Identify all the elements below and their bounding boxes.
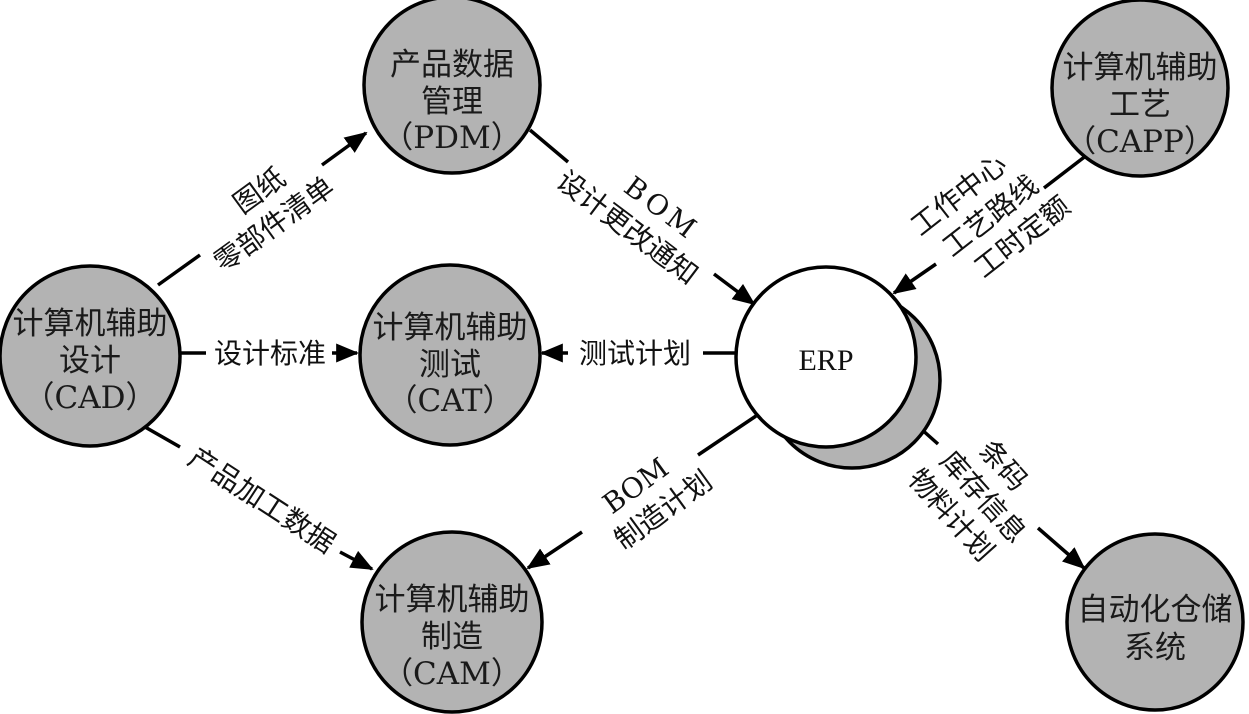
node-label-line: （CAPP）: [1065, 124, 1215, 160]
edge-cad-to-pdm: 图纸 零部件清单: [156, 131, 368, 287]
edge-line-segment: [697, 414, 757, 457]
edge-erp-to-cam: BOM 制造计划: [526, 414, 757, 570]
node-circle: [734, 265, 918, 449]
edge-pdm-to-erp: BOM 设计更改通知: [528, 128, 756, 306]
edge-cad-to-cam: 产品加工数据: [144, 425, 374, 571]
node-label-line: （PDM）: [382, 120, 521, 156]
edge-line-segment: [144, 425, 181, 449]
node-circle: [1050, 0, 1230, 178]
node-label-line: （CAM）: [382, 656, 522, 692]
edge-line-segment: [528, 128, 570, 164]
edge-cad-to-cat: 设计标准: [180, 337, 359, 370]
node-label-line: （CAD）: [24, 380, 157, 416]
edge-arrow: [339, 550, 374, 571]
edge-line-segment: [1042, 153, 1089, 190]
node-cam: 计算机辅助 制造 （CAM）: [360, 530, 544, 714]
node-circle: [360, 530, 544, 714]
node-label-line: 测试: [419, 347, 481, 383]
node-cat: 计算机辅助 测试 （CAT）: [358, 263, 542, 447]
node-label-line: 工艺: [1109, 87, 1171, 123]
node-label-line: 管理: [421, 84, 483, 120]
edge-label-line: 设计标准: [214, 337, 326, 370]
node-circle: [362, 0, 542, 175]
node-label-line: 自动化仓储: [1078, 592, 1233, 628]
edge-erp-to-cat: 测试计划: [540, 337, 738, 370]
node-circle: [0, 264, 182, 448]
node-label-line: 产品数据: [390, 47, 514, 83]
node-label-line: （CAT）: [386, 383, 513, 419]
node-label-line: 系统: [1124, 630, 1186, 666]
node-label-line: 计算机辅助: [375, 582, 530, 618]
edge-arrow: [526, 530, 583, 570]
node-cad: 计算机辅助 设计 （CAD）: [0, 264, 182, 448]
edge-capp-to-erp: 工作中心 工艺路线 工时定额: [892, 147, 1089, 295]
edge-arrow: [892, 262, 937, 295]
node-label-line: 计算机辅助: [373, 310, 528, 346]
edge-arrow: [712, 272, 756, 306]
edge-line-segment: [156, 253, 202, 287]
node-pdm: 产品数据 管理 （PDM）: [362, 0, 542, 175]
node-circle: [1065, 532, 1245, 712]
edge-label-line: 测试计划: [579, 337, 691, 370]
edge-arrow: [320, 131, 368, 167]
node-label-line: ERP: [798, 344, 853, 377]
edge-arrow: [1036, 526, 1086, 570]
node-label-line: 设计: [59, 343, 121, 379]
node-circle: [358, 263, 542, 447]
node-erp: ERP: [734, 265, 942, 470]
edge-erp-to-warehouse: 条码 库存信息 物料计划: [900, 410, 1086, 570]
node-automated-warehouse: 自动化仓储 系统: [1065, 532, 1245, 712]
node-label-line: 计算机辅助: [13, 306, 168, 342]
node-capp: 计算机辅助 工艺 （CAPP）: [1050, 0, 1230, 178]
edge-label-line: 产品加工数据: [182, 441, 341, 560]
node-label-line: 计算机辅助: [1063, 50, 1218, 86]
node-label-line: 制造: [421, 619, 483, 655]
